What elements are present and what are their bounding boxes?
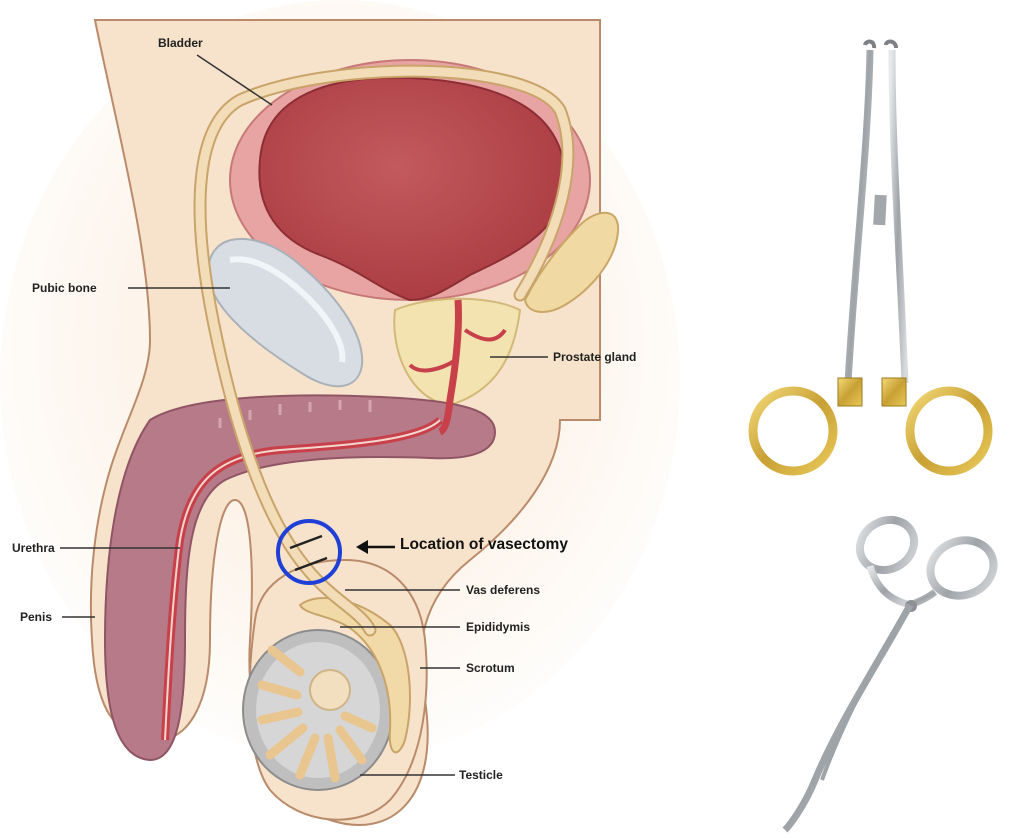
label-vas-deferens: Vas deferens <box>466 583 540 597</box>
label-urethra: Urethra <box>12 541 55 555</box>
label-vasectomy-location: Location of vasectomy <box>400 538 568 552</box>
label-testicle: Testicle <box>459 768 503 782</box>
label-penis: Penis <box>20 610 52 624</box>
label-scrotum: Scrotum <box>466 661 515 675</box>
testicle-shape <box>243 630 393 790</box>
label-pubic-bone: Pubic bone <box>32 281 97 295</box>
curved-hemostat-forceps-icon <box>785 510 1001 830</box>
label-epididymis: Epididymis <box>466 620 530 634</box>
label-bladder: Bladder <box>158 36 203 50</box>
tissue-forceps-gold-handles-icon <box>753 42 988 471</box>
label-prostate-gland: Prostate gland <box>553 350 636 364</box>
